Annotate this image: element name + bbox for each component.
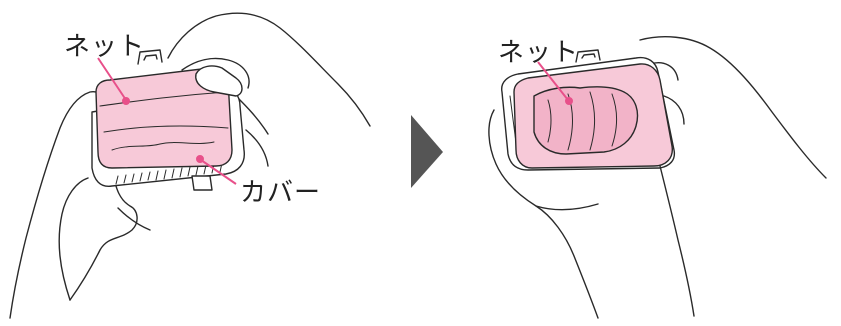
arrow-right-icon	[411, 115, 443, 188]
right-panel	[489, 37, 826, 318]
net-label-left: ネット	[64, 26, 145, 63]
net-label-right: ネット	[498, 32, 579, 69]
fist	[534, 87, 638, 154]
frame-clip	[576, 50, 600, 62]
left-hand-thumb	[59, 178, 88, 300]
cover-tab	[192, 176, 212, 190]
cover-label: カバー	[240, 172, 321, 209]
